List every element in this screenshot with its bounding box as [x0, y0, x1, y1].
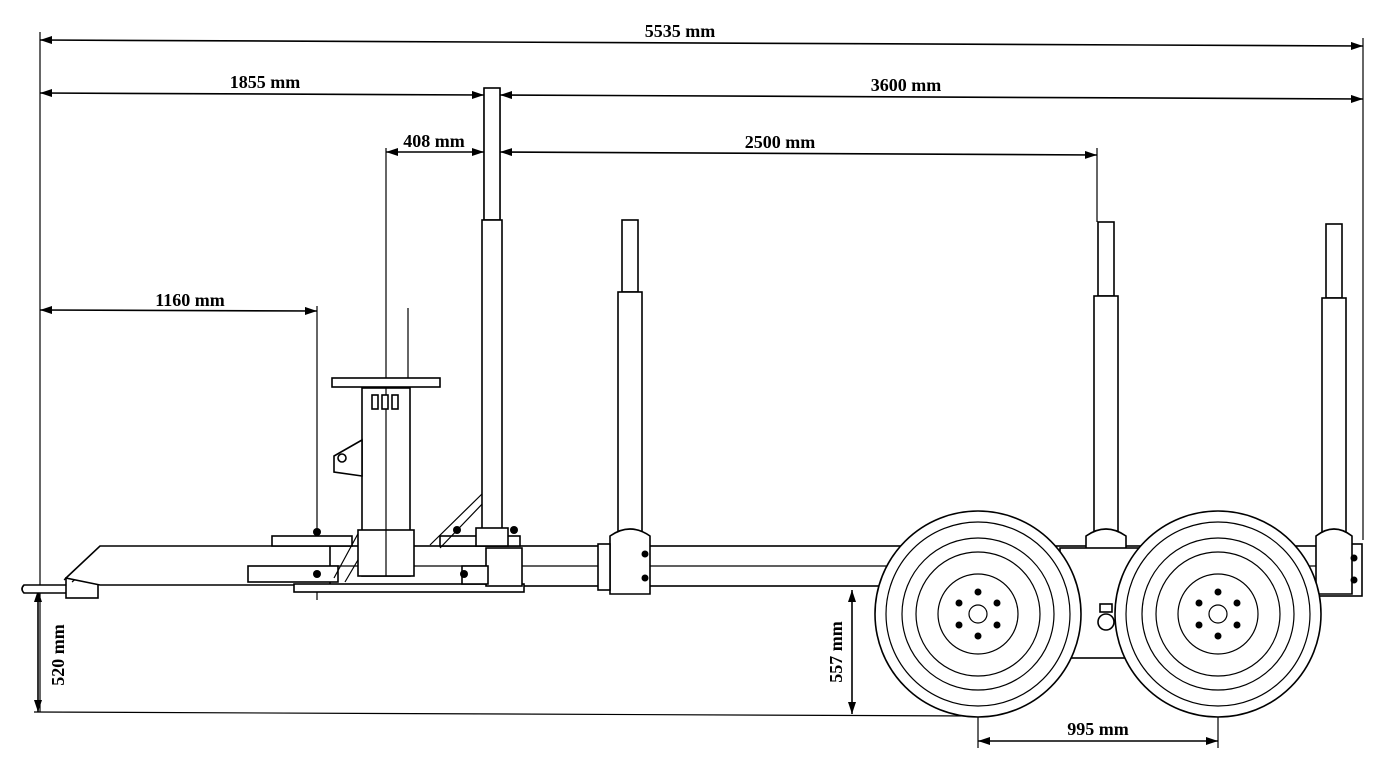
crane-base-plate — [293, 583, 525, 593]
label-turntable-offset: 408 mm — [403, 131, 465, 151]
label-frame-height: 557 mm — [826, 621, 846, 683]
wheel-front — [874, 510, 1082, 718]
label-front-to-crane: 1160 mm — [155, 290, 225, 310]
dimension-labels: 5535 mm 1855 mm 3600 mm 408 mm 2500 mm 1… — [48, 21, 1129, 739]
stake-2 — [597, 219, 651, 595]
hitch-eye — [21, 584, 69, 594]
label-stake-to-rear: 3600 mm — [871, 75, 942, 95]
dim-front-to-stake — [39, 89, 485, 99]
stake-front — [475, 87, 509, 547]
turntable-plate — [331, 377, 441, 388]
label-axle-spacing: 995 mm — [1067, 719, 1129, 739]
label-drawbar-height: 520 mm — [48, 624, 68, 686]
label-overall-length: 5535 mm — [645, 21, 716, 41]
wheel-rear — [1114, 510, 1322, 718]
stake-rear — [1315, 223, 1358, 595]
dim-stake-to-rear — [499, 91, 1364, 103]
dim-stake-spacing — [499, 148, 1098, 159]
dim-overall-length — [39, 36, 1364, 50]
label-front-to-stake: 1855 mm — [230, 72, 301, 92]
dimension-lines — [33, 32, 1364, 748]
stake-3 — [1085, 221, 1127, 595]
label-stake-spacing: 2500 mm — [745, 132, 816, 152]
dim-front-to-crane — [39, 306, 318, 315]
